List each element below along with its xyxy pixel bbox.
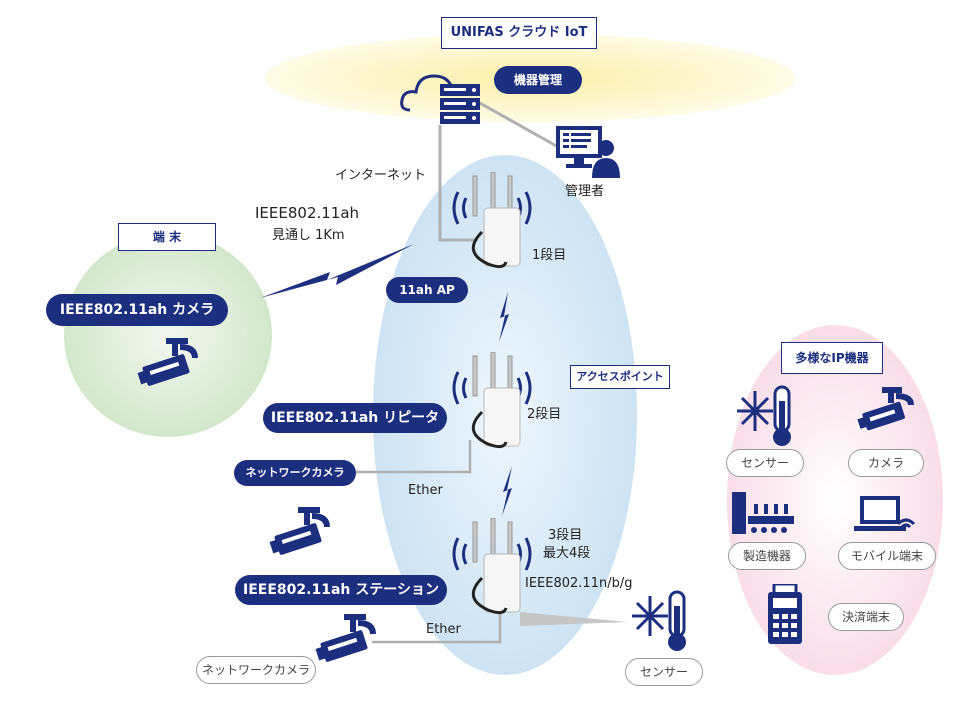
sensor-label: センサー — [625, 658, 703, 686]
network-camera-1-label: ネットワークカメラ — [234, 460, 356, 486]
lightning-ap-repeater — [499, 292, 509, 342]
administrator-icon — [556, 126, 620, 178]
sensor-icon — [632, 590, 686, 651]
ip-device-camera-label: カメラ — [848, 449, 924, 477]
ether-line-2 — [372, 612, 502, 644]
station-label: IEEE802.11ah ステーション — [235, 575, 447, 605]
lightning-repeater-station — [502, 466, 512, 516]
terminal-area — [64, 233, 272, 437]
access-point-device-icon — [452, 172, 532, 269]
stage-1-label: 1段目 — [532, 248, 567, 263]
max-stage-label: 最大4段 — [543, 546, 591, 561]
admin-label: 管理者 — [565, 184, 605, 199]
terminal-title: 端 末 — [118, 223, 216, 251]
ether-1-label: Ether — [408, 483, 443, 498]
stage-2-label: 2段目 — [527, 407, 562, 422]
cloud-iot-label: UNIFAS クラウド IoT — [441, 17, 597, 49]
lightning-terminal — [260, 244, 414, 298]
ip-device-factory-label: 製造機器 — [728, 542, 806, 570]
stage-3-label: 3段目 — [548, 528, 583, 543]
wifi-link — [520, 612, 628, 626]
ether-line-1 — [356, 440, 472, 474]
device-management-badge: 機器管理 — [494, 66, 582, 94]
ether-2-label: Ether — [426, 622, 461, 637]
sensor-icon — [737, 385, 791, 446]
link-range-label: 見通し 1Km — [272, 228, 345, 243]
link-standard-label: IEEE802.11ah — [255, 204, 360, 222]
camera-icon — [857, 387, 914, 431]
laptop-icon — [854, 496, 916, 531]
ip-device-sensor-label: センサー — [726, 449, 804, 477]
terminal-camera-label: IEEE802.11ah カメラ — [46, 294, 228, 326]
server-admin-line — [477, 100, 561, 150]
ip-devices-title: 多様なIP機器 — [781, 342, 883, 374]
factory-icon — [732, 492, 794, 534]
camera-icon — [137, 338, 198, 386]
camera-icon — [269, 507, 330, 555]
station-device-icon — [452, 518, 532, 615]
network-camera-2-label: ネットワークカメラ — [196, 656, 316, 684]
payment-terminal-icon — [768, 584, 802, 644]
ap-label: 11ah AP — [386, 277, 468, 303]
ip-device-payment-label: 決済端末 — [828, 603, 904, 631]
repeater-label: IEEE802.11ah リピータ — [263, 403, 447, 433]
access-point-title: アクセスポイント — [570, 365, 670, 389]
ip-device-mobile-label: モバイル端末 — [838, 542, 936, 570]
wifi-standard-label: IEEE802.11n/b/g — [525, 576, 633, 591]
internet-line — [438, 125, 478, 242]
repeater-device-icon — [452, 352, 532, 449]
camera-icon — [315, 614, 376, 662]
internet-label: インターネット — [335, 168, 427, 183]
cloud-server-icon — [400, 74, 480, 124]
